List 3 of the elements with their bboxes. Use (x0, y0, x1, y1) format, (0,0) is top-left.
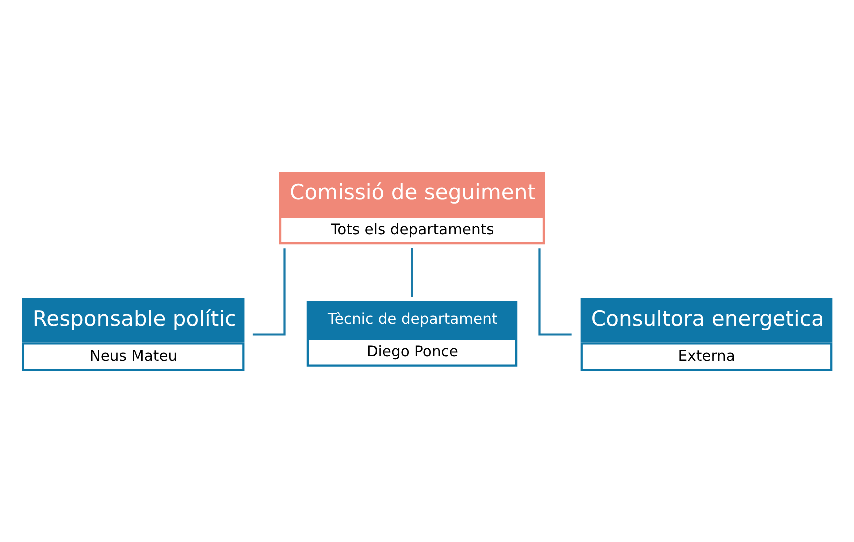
connector (538, 248, 572, 336)
connector (252, 248, 286, 336)
connector (411, 248, 414, 298)
